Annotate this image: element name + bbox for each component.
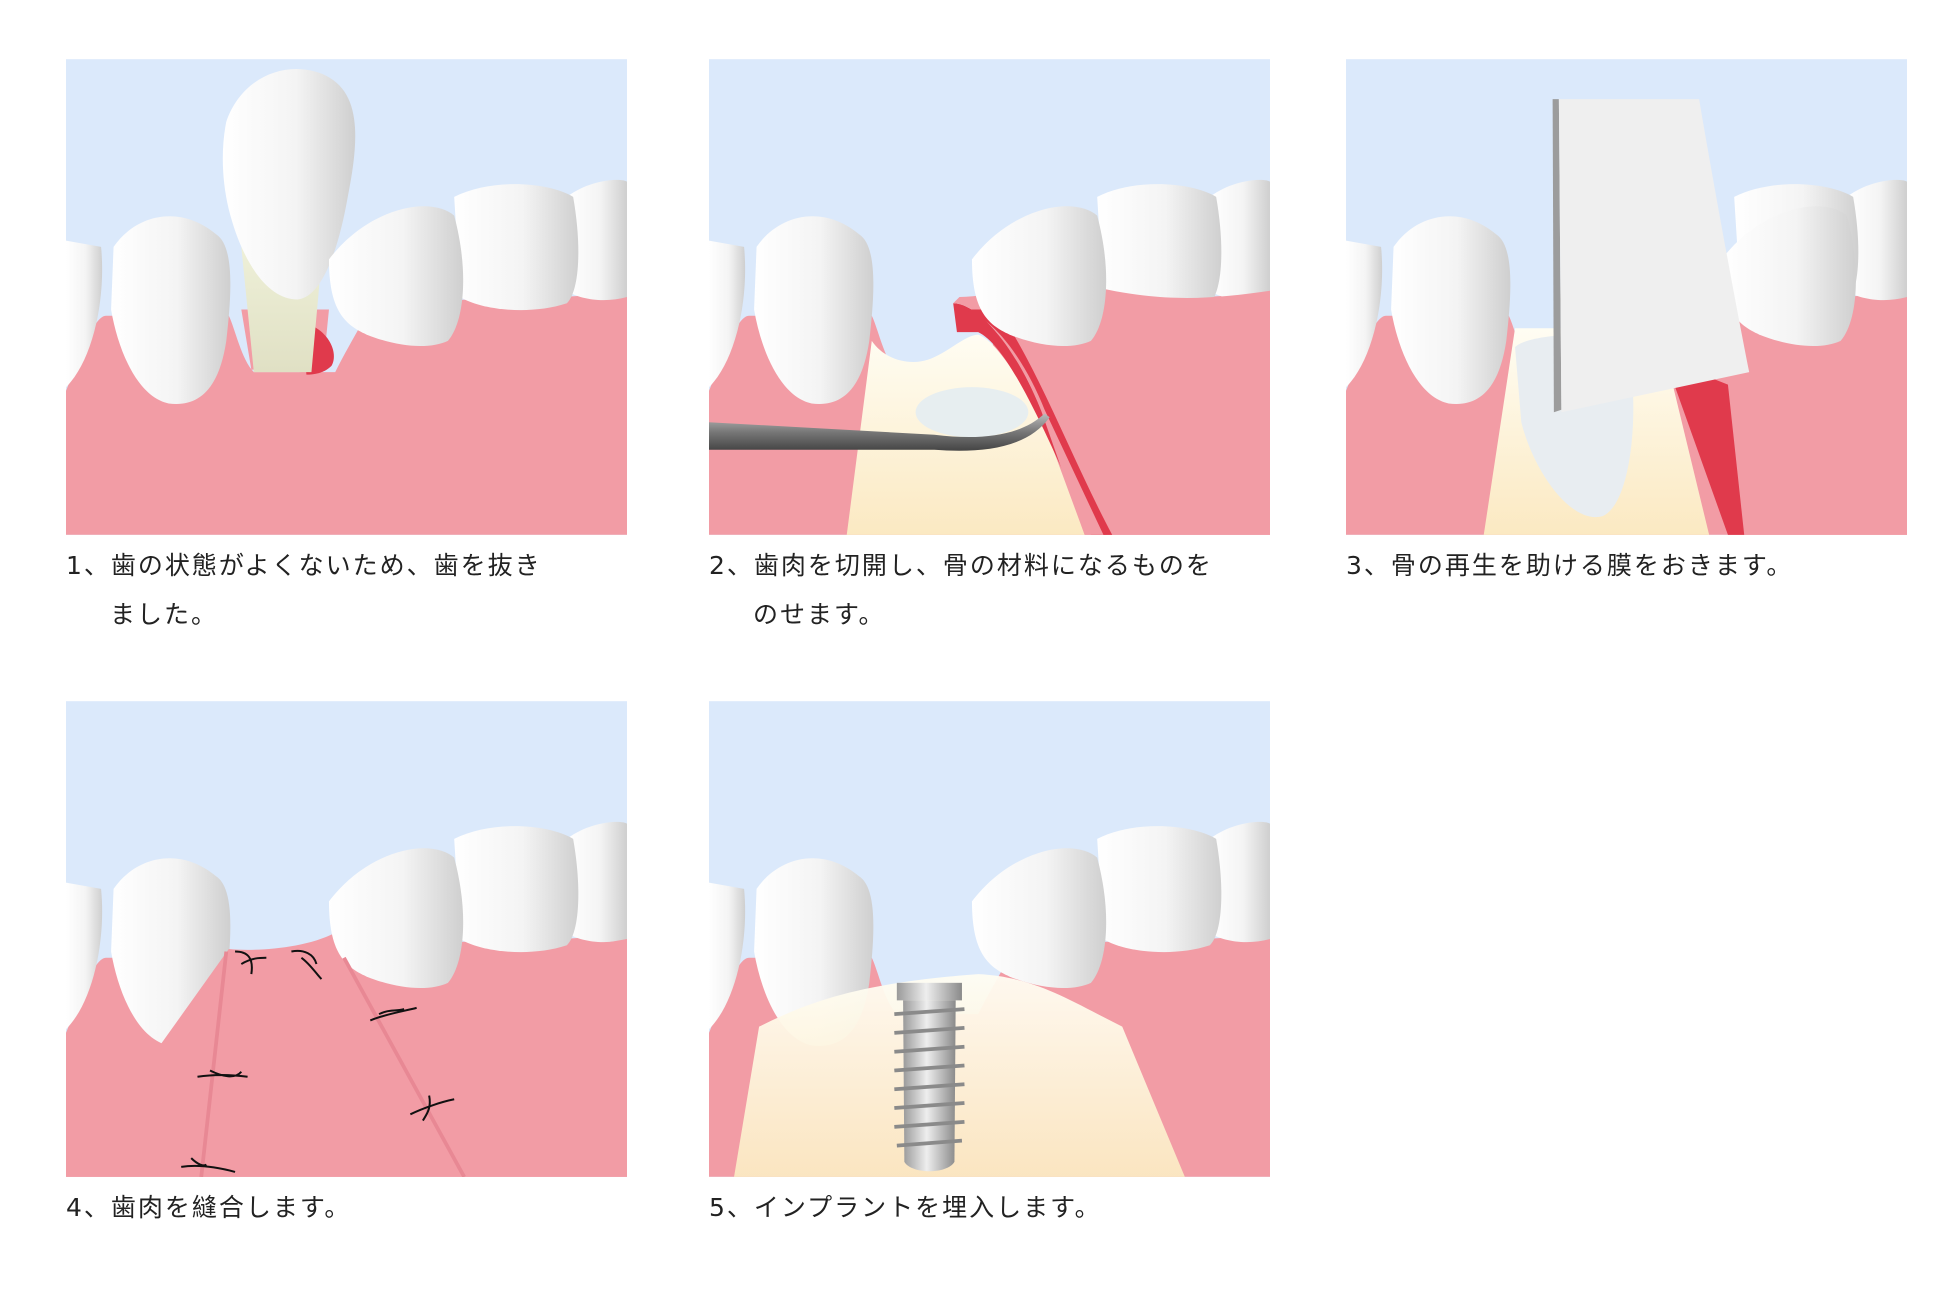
step-1-illustration: [66, 59, 627, 535]
step-3-caption-line1: 3、骨の再生を助ける膜をおきます。: [1346, 551, 1794, 580]
step-4-caption-line1: 4、歯肉を縫合します。: [66, 1193, 352, 1222]
step-2-illustration: [709, 59, 1270, 535]
step-1-caption: 1、歯の状態がよくないため、歯を抜き ました。: [66, 541, 626, 639]
step-2-caption-line2: のせます。: [753, 600, 886, 629]
step-3-caption: 3、骨の再生を助ける膜をおきます。: [1346, 541, 1906, 590]
step-1-caption-line1: 1、歯の状態がよくないため、歯を抜き: [66, 551, 542, 580]
step-5-caption-line1: 5、インプラントを埋入します。: [709, 1193, 1102, 1222]
step-2-caption-line1: 2、歯肉を切開し、骨の材料になるものを: [709, 551, 1213, 580]
step-5-caption: 5、インプラントを埋入します。: [709, 1183, 1269, 1232]
step-4-illustration: [66, 701, 627, 1177]
step-4-caption: 4、歯肉を縫合します。: [66, 1183, 626, 1232]
step-2-caption: 2、歯肉を切開し、骨の材料になるものを のせます。: [709, 541, 1269, 639]
step-1-caption-line2: ました。: [110, 600, 219, 629]
step-5-illustration: [709, 701, 1270, 1177]
step-3-illustration: [1346, 59, 1907, 535]
